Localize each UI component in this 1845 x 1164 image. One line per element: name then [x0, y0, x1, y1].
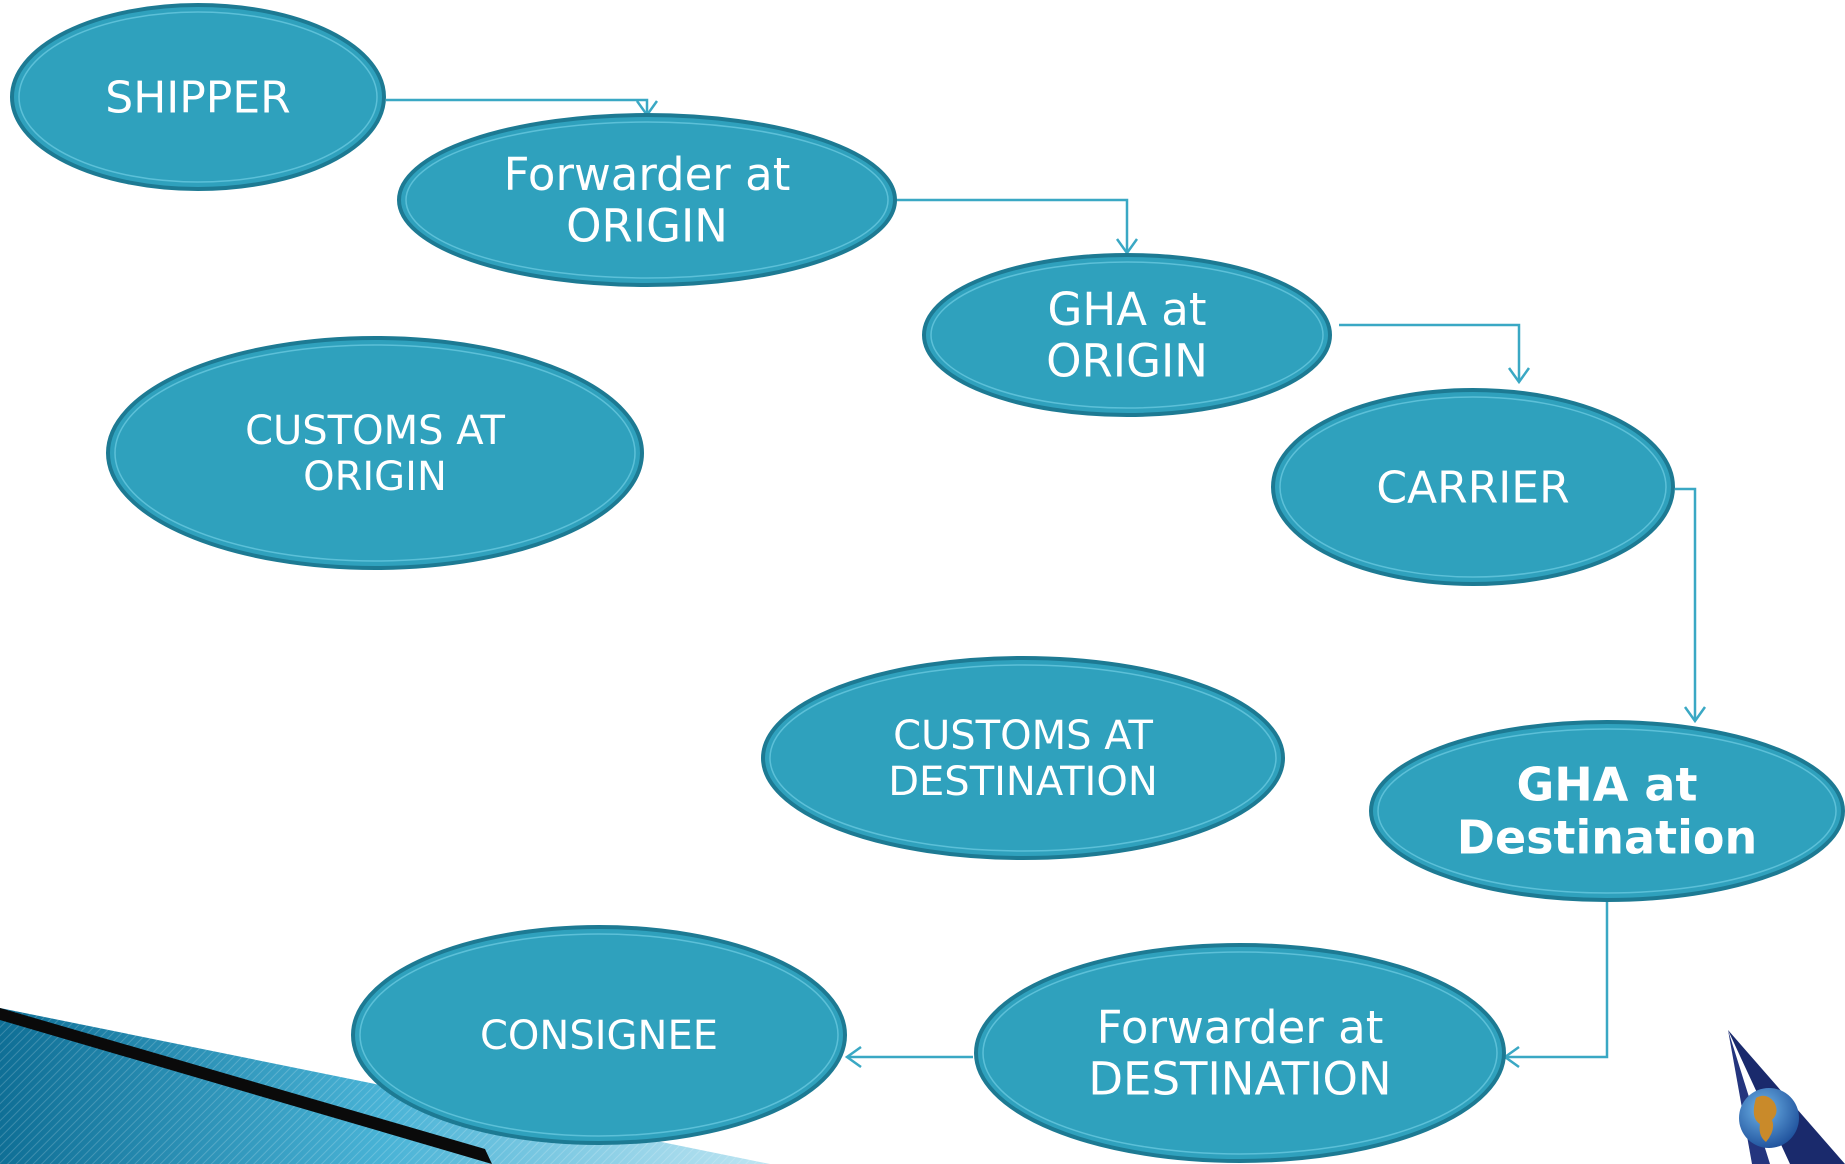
logo: [1728, 1030, 1845, 1164]
node-ellipse: [761, 656, 1285, 860]
node-inner-ring: [930, 261, 1324, 409]
connector-line: [1505, 900, 1609, 1059]
node-label: ORIGIN: [303, 454, 447, 500]
node-carrier: CARRIER: [1271, 388, 1675, 586]
node-inner-ring: [1279, 396, 1667, 578]
node-label: CUSTOMS AT: [893, 713, 1153, 759]
node-inner-ring: [18, 11, 378, 183]
node-ellipse: [106, 336, 644, 570]
node-inner-ring: [405, 121, 889, 279]
connector-line: [386, 98, 649, 115]
node-label: ORIGIN: [566, 200, 728, 253]
node-ellipse: [1369, 720, 1845, 902]
node-inner-ring: [1377, 728, 1837, 894]
connector-line: [1339, 323, 1521, 382]
node-inner-ring: [359, 933, 839, 1137]
connector-line: [1675, 487, 1697, 721]
connector-line: [895, 198, 1129, 253]
node-label: CONSIGNEE: [480, 1013, 718, 1059]
node-label: ORIGIN: [1046, 335, 1208, 388]
node-label: CUSTOMS AT: [245, 408, 505, 454]
node-consignee: CONSIGNEE: [351, 925, 847, 1145]
node-ellipse: [922, 253, 1332, 417]
node-label: DESTINATION: [888, 759, 1158, 805]
node-label: Forwarder at: [504, 148, 791, 201]
node-ellipse: [397, 113, 897, 287]
node-ellipse: [1271, 388, 1675, 586]
node-inner-ring: [769, 664, 1277, 852]
node-label: GHA at: [1517, 758, 1698, 812]
node-ellipse: [974, 943, 1506, 1163]
node-ellipse: [10, 3, 386, 191]
node-inner-ring: [982, 951, 1498, 1155]
node-inner-ring: [114, 344, 636, 562]
node-label: CARRIER: [1376, 462, 1569, 513]
node-label: DESTINATION: [1088, 1053, 1391, 1106]
node-shipper: SHIPPER: [10, 3, 386, 191]
arrowhead-icon: [844, 1045, 862, 1069]
node-ellipse: [351, 925, 847, 1145]
node-label: Forwarder at: [1097, 1001, 1384, 1054]
node-label: GHA at: [1047, 283, 1206, 336]
node-label: Destination: [1457, 811, 1757, 865]
node-label: SHIPPER: [105, 72, 290, 123]
arrowhead-icon: [1683, 706, 1707, 724]
arrowhead-icon: [1507, 367, 1531, 385]
